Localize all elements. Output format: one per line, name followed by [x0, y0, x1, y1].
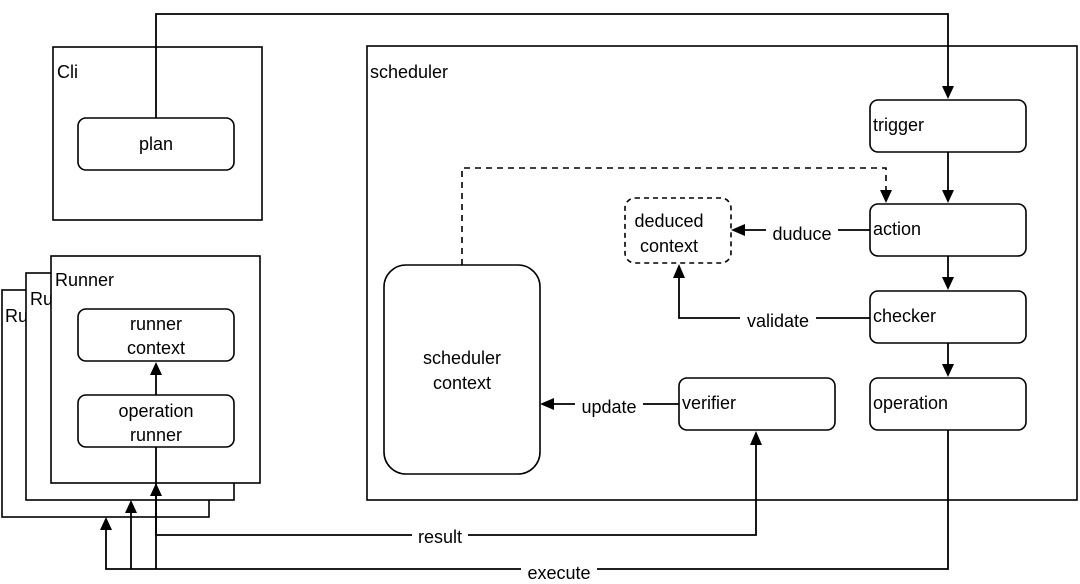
- verifier-label: verifier: [682, 393, 736, 413]
- edge-plan-to-trigger: [155, 13, 949, 118]
- scheduler-title: scheduler: [370, 62, 448, 82]
- action-label: action: [873, 219, 921, 239]
- operation-runner-label-1: operation: [118, 401, 193, 421]
- deduced-context-label-1: deduced: [634, 211, 703, 231]
- arrowhead-action: [942, 190, 954, 203]
- scheduler-context-label-1: scheduler: [423, 348, 501, 368]
- arrowhead-checker: [942, 277, 954, 290]
- arrowhead-trigger: [942, 86, 954, 99]
- arrowhead-deduced: [731, 224, 745, 236]
- edge-context-to-action: [461, 167, 887, 265]
- trigger-label: trigger: [873, 115, 924, 135]
- runner-context-label-1: runner: [130, 314, 182, 334]
- runner-context-label-2: context: [127, 338, 185, 358]
- deduced-context-label-2: context: [640, 236, 698, 256]
- execute-label-bg: [521, 562, 597, 582]
- cli-title: Cli: [57, 62, 78, 82]
- runner-frame-back-title: Ru: [5, 306, 28, 326]
- arrowhead-runner-context: [150, 362, 162, 375]
- validate-label: validate: [747, 311, 809, 331]
- arrowhead-update: [540, 398, 554, 410]
- result-label: result: [418, 527, 462, 547]
- arrowhead-operation: [942, 364, 954, 377]
- runner-frame-middle-title: Ru: [30, 289, 53, 309]
- arrowhead-validate: [673, 264, 685, 278]
- arrowhead-action-dashed: [880, 190, 892, 203]
- deduced-context-box: [624, 197, 732, 264]
- update-label: update: [581, 397, 636, 417]
- runner-title: Runner: [55, 270, 114, 290]
- update-label-bg: [575, 394, 643, 416]
- arrowhead-runner-middle: [125, 500, 137, 513]
- operation-label: operation: [873, 393, 948, 413]
- deduce-label: duduce: [772, 224, 831, 244]
- result-label-bg: [412, 526, 468, 546]
- deduce-label-bg: [766, 220, 838, 242]
- operation-runner-label-2: runner: [130, 425, 182, 445]
- validate-label-bg: [740, 308, 816, 330]
- arrowhead-runner-front: [150, 483, 162, 496]
- scheduler-context-box: [383, 264, 541, 475]
- plan-label: plan: [139, 134, 173, 154]
- scheduler-context-label-2: context: [433, 373, 491, 393]
- arrowhead-runner-back: [100, 517, 112, 530]
- arrowhead-verifier: [750, 431, 762, 445]
- execute-label: execute: [527, 563, 590, 583]
- runner-context-box: [77, 308, 235, 362]
- checker-label: checker: [873, 306, 936, 326]
